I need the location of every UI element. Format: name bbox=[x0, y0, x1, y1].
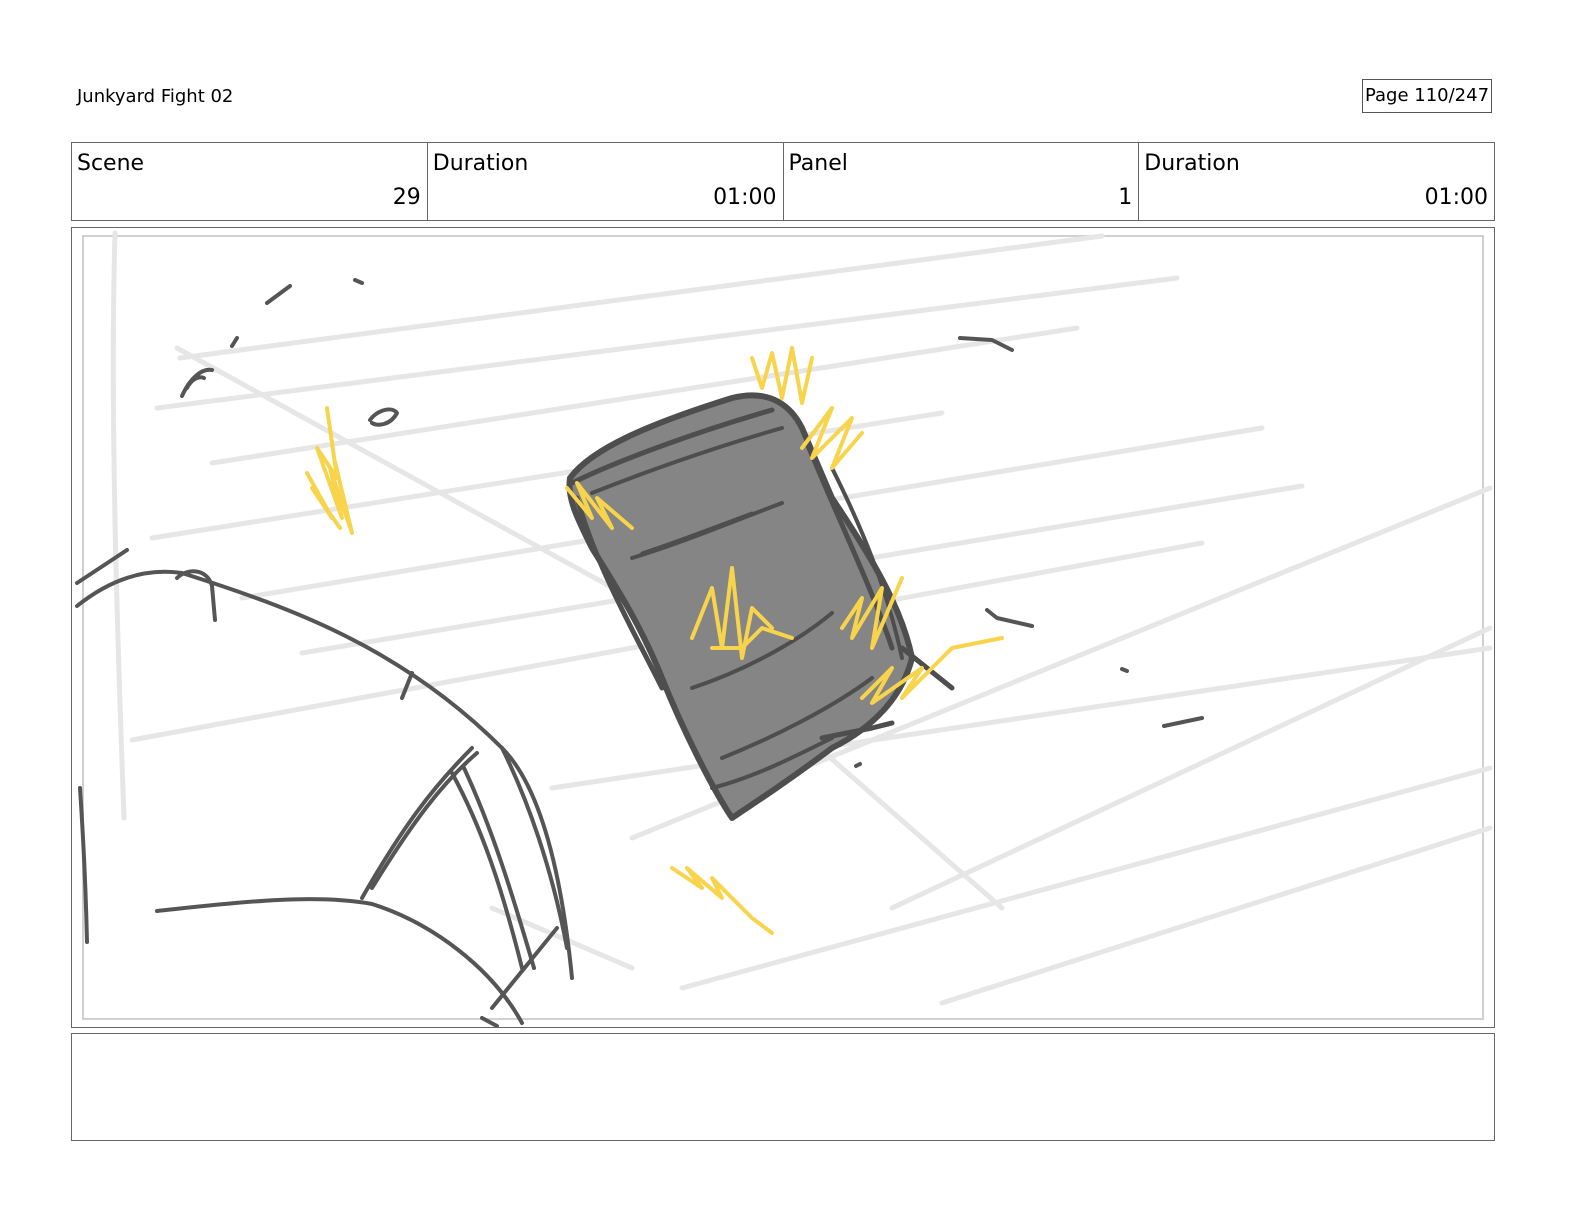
barrel-sketch bbox=[566, 392, 955, 821]
car-sketch bbox=[75, 548, 574, 1027]
storyboard-panel bbox=[71, 227, 1495, 1028]
panel-duration-cell: Duration 01:00 bbox=[1139, 143, 1494, 220]
scene-value: 29 bbox=[392, 185, 421, 210]
scene-label: Scene bbox=[77, 151, 145, 176]
scene-duration-cell: Duration 01:00 bbox=[428, 143, 784, 220]
safe-area-frame bbox=[82, 235, 1484, 1020]
panel-notes-box bbox=[71, 1033, 1495, 1141]
info-table: Scene 29 Duration 01:00 Panel 1 Duration… bbox=[71, 142, 1495, 221]
spark-strokes bbox=[305, 346, 1004, 935]
document-title: Junkyard Fight 02 bbox=[77, 86, 234, 107]
scene-duration-value: 01:00 bbox=[713, 185, 777, 210]
scene-cell: Scene 29 bbox=[72, 143, 428, 220]
panel-sketch bbox=[75, 230, 1493, 1027]
panel-duration-label: Duration bbox=[1144, 151, 1240, 176]
panel-label: Panel bbox=[788, 151, 848, 176]
debris-strokes bbox=[180, 278, 1204, 768]
panel-value: 1 bbox=[1118, 185, 1133, 210]
scene-duration-label: Duration bbox=[432, 151, 529, 176]
panel-cell: Panel 1 bbox=[784, 143, 1140, 220]
panel-duration-value: 01:00 bbox=[1424, 185, 1488, 210]
page-number: Page 110/247 bbox=[1362, 79, 1492, 113]
